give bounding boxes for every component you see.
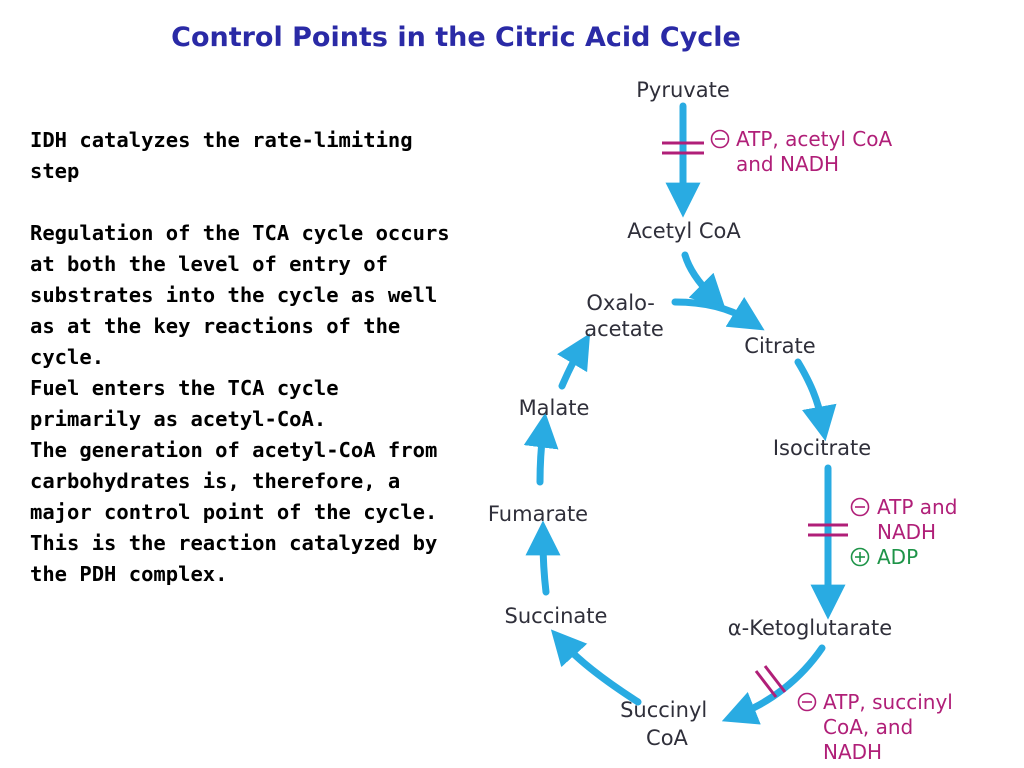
node-fumarate: Fumarate: [488, 502, 588, 526]
node-succinate: Succinate: [505, 604, 608, 628]
text-idh-rate-limiting: IDH catalyzes the rate-limiting step: [30, 128, 413, 183]
akgdh-inhibitors: ATP, succinyl CoA, and NADH: [797, 690, 959, 764]
svg-text:ATP and NADH: ATP and NADH: [877, 495, 964, 544]
text-fuel-entry: Fuel enters the TCA cycle primarily as a…: [30, 376, 339, 431]
node-isocitrate: Isocitrate: [773, 436, 871, 460]
text-pdh-complex: This is the reaction catalyzed by the PD…: [30, 531, 438, 586]
arrow-malate-to-oxaloacetate: [557, 333, 591, 390]
node-malate: Malate: [519, 396, 590, 420]
idh-inhibitors: ATP and NADH: [850, 495, 964, 544]
node-alpha-ketoglutarate: α-Ketoglutarate: [728, 616, 892, 640]
explanation-text: IDH catalyzes the rate-limiting step Reg…: [30, 125, 460, 590]
arrow-succinylcoa-to-succinate: [550, 629, 642, 706]
arrow-acetylcoa-to-citrate: [681, 251, 726, 310]
pdh-inhibitors: ATP, acetyl CoA and NADH: [710, 127, 899, 176]
minus-icon: [797, 692, 817, 712]
text-acetyl-coa-generation: The generation of acetyl-CoA from carboh…: [30, 438, 438, 524]
akgdh-regulation-bar-lower: [763, 665, 787, 693]
plus-icon: [850, 547, 870, 567]
text-regulation: Regulation of the TCA cycle occurs at bo…: [30, 221, 450, 369]
arrow-citrate-to-isocitrate: [794, 358, 837, 442]
node-acetyl-coa: Acetyl CoA: [627, 219, 741, 243]
node-succinyl-coa: Succinyl CoA: [620, 698, 714, 750]
citric-acid-cycle-diagram: Pyruvate Acetyl CoA Oxalo- acetate Citra…: [488, 78, 964, 764]
minus-icon: [710, 129, 730, 149]
arrow-oxaloacetate-to-citrate: [671, 296, 765, 331]
node-citrate: Citrate: [744, 334, 815, 358]
svg-text:ADP: ADP: [877, 545, 918, 569]
node-pyruvate: Pyruvate: [636, 78, 730, 102]
svg-text:ATP, acetyl CoA and NADH: ATP, acetyl CoA and NADH: [736, 127, 899, 176]
svg-text:ATP, succinyl CoA, and: ATP, succinyl CoA, and NADH: [823, 690, 959, 764]
page-title: Control Points in the Citric Acid Cycle: [171, 22, 741, 53]
node-oxaloacetate: Oxalo- acetate: [584, 291, 664, 341]
arrow-akg-to-succinylcoa: [721, 644, 826, 725]
minus-icon: [850, 497, 870, 517]
arrow-fumarate-to-malate: [523, 412, 559, 486]
arrow-succinate-to-fumarate: [525, 520, 561, 596]
idh-activators: ADP: [850, 545, 918, 569]
akgdh-regulation-bar-upper: [754, 670, 778, 698]
paragraph-gap: [30, 187, 460, 218]
